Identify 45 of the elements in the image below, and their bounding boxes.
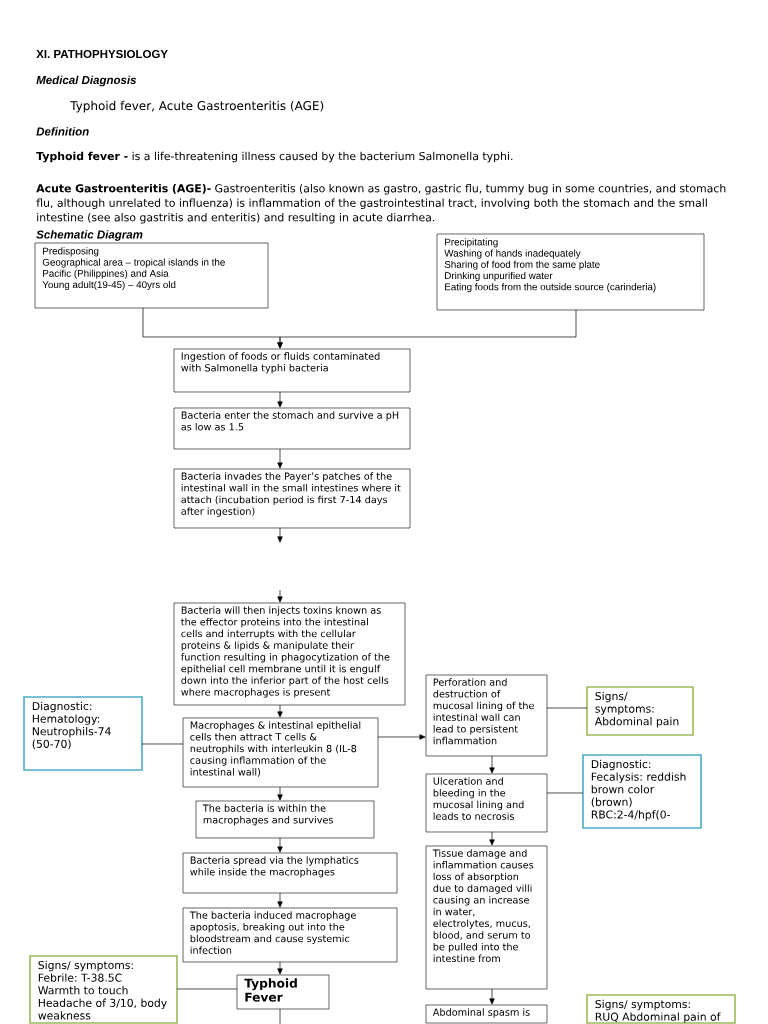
process-box: Perforation and destruction of mucosal lining of the intestinal wall can lead to persistent inflammation bbox=[425, 674, 548, 757]
arrow bbox=[277, 527, 283, 543]
arrow bbox=[277, 892, 283, 908]
arrow bbox=[489, 831, 495, 846]
connector-line bbox=[546, 707, 588, 709]
process-box: Macrophages & intestinal epithelial cells then attract T cells & neutrophils with interleukin 8 (IL-8 causing inflammation of the intestinal wall) bbox=[182, 717, 379, 788]
definition-text: Typhoid fever - is a life-threatening illness caused by the bacterium Salmonella typhi. bbox=[36, 151, 513, 163]
arrow bbox=[277, 786, 283, 801]
section-heading: Definition bbox=[36, 127, 89, 136]
diagnosis-text: Typhoid fever, Acute Gastroenteritis (AGE) bbox=[70, 100, 324, 113]
process-box: Tissue damage and inflammation causes loss of absorption due to damaged villi causing an increase in water, electrolytes, mucus, blood, and serum to be pulled into the intestine from bbox=[425, 845, 548, 990]
diagnostic-box: Diagnostic: Hematology: Neutrophils-74 (50-70) bbox=[23, 696, 143, 771]
diagnostic-box: Diagnostic: Fecalysis: reddish brown color (brown) RBC:2-4/hpf(0- bbox=[582, 754, 702, 829]
process-box: Bacteria enter the stomach and survive a pH as low as 1.5 bbox=[173, 407, 411, 450]
connector-line bbox=[546, 792, 584, 794]
process-box: Ingestion of foods or fluids contaminated with Salmonella typhi bacteria bbox=[173, 348, 411, 393]
process-box: The bacteria induced macrophage apoptosis, breaking out into the bloodstream and cause systemic infection bbox=[182, 907, 398, 963]
arrow bbox=[277, 448, 283, 469]
arrow bbox=[489, 755, 495, 774]
arrow bbox=[277, 704, 283, 718]
symptom-box: Signs/ symptoms: Abdominal pain bbox=[586, 686, 694, 736]
symptom-box: Signs/ symptoms: RUQ Abdominal pain of bbox=[586, 994, 736, 1024]
process-box: Bacteria invades the Payer’s patches of the intestinal wall in the small intestines where it attach (incubation period is first 7-14 days after ingestion) bbox=[173, 468, 411, 529]
process-box: The bacteria is within the macrophages and survives bbox=[195, 800, 375, 839]
symptom-box: Signs/ symptoms: Febrile: T-38.5C Warmth to touch Headache of 3/10, body weakness bbox=[29, 955, 178, 1024]
definition-text: Acute Gastroenteritis (AGE)- Gastroenteritis (also known as gastro, gastric flu, tummy bug in some countries, and stomach flu, although unrelated to influenza) is inflammation of the gastrointestinal tract, involving both the stomach and the small intestine (see also gastritis and enteritis) and resulting in acute diarrhea. bbox=[36, 184, 726, 224]
arrow bbox=[377, 734, 426, 740]
arrow bbox=[277, 589, 283, 603]
arrow bbox=[489, 988, 495, 1005]
arrow bbox=[277, 391, 283, 408]
arrow bbox=[277, 961, 283, 975]
connector-line bbox=[176, 988, 238, 990]
factor-box: Predisposing Geographical area – tropical islands in the Pacific (Philippines) and Asia Young adult(19-45) – 40yrs old bbox=[34, 242, 269, 309]
process-box: Bacteria spread via the lymphatics while inside the macrophages bbox=[182, 852, 398, 894]
process-box: Ulceration and bleeding in the mucosal lining and leads to necrosis bbox=[425, 773, 548, 833]
process-box: Bacteria will then injects toxins known as the effector proteins into the intestinal cells and interrupts with the cellular proteins & lipids & manipulate their function resulting in phagocytization of the epithelial cell membrane until it is engulf down into the inferior part of the host cells where macrophages is present bbox=[173, 602, 406, 706]
section-heading: Medical Diagnosis bbox=[36, 75, 137, 87]
connector-line bbox=[279, 1008, 281, 1024]
arrow bbox=[277, 309, 577, 349]
diagnosis-box: Typhoid Fever bbox=[236, 974, 330, 1010]
factor-box: Precipitating Washing of hands inadequately Sharing of food from the same plate Drinking unpurified water Eating foods from the outside source (carinderia) bbox=[436, 233, 705, 311]
connector-line bbox=[141, 743, 184, 745]
arrow bbox=[277, 837, 283, 853]
heading: XI. PATHOPHYSIOLOGY bbox=[36, 49, 168, 59]
process-box: Abdominal spasm is bbox=[425, 1004, 548, 1024]
